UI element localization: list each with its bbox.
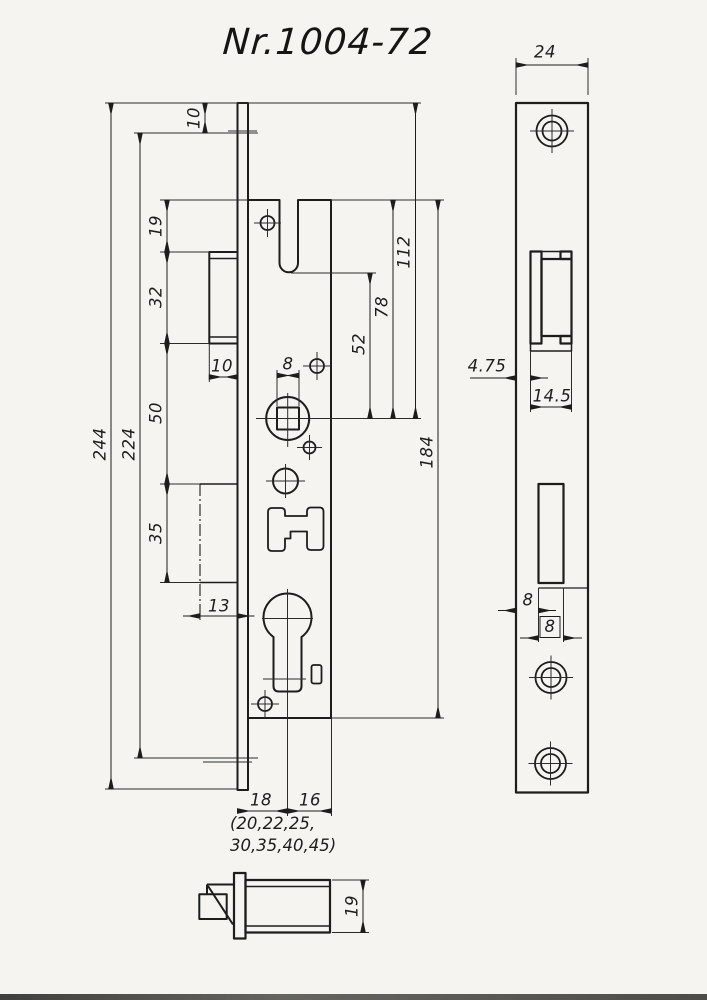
dim-bolt-height: 35 xyxy=(146,522,166,544)
latch-tab xyxy=(559,250,573,261)
dimension-lines-right xyxy=(470,62,589,641)
dim-notch-to-spindle: 52 xyxy=(349,333,369,355)
dimension-lines-left xyxy=(108,102,441,814)
euro-cylinder-hole xyxy=(262,592,313,693)
latch-tab xyxy=(559,334,573,345)
faceplate-front xyxy=(514,101,590,794)
dim-latch-height: 32 xyxy=(146,286,166,308)
dim-top-offset: 10 xyxy=(184,107,204,129)
latch-wedge xyxy=(198,883,234,926)
dim-latch-opening-width: 14.5 xyxy=(532,386,572,406)
dim-spindle-square: 8 xyxy=(282,354,294,374)
right-view-faceplate xyxy=(514,101,590,794)
spring-cutout xyxy=(267,506,325,552)
dim-backset: 18 xyxy=(250,790,272,810)
extension-lines xyxy=(105,102,444,790)
dim-case-top-to-latch: 19 xyxy=(146,215,166,237)
dim-edge-margin: 4.75 xyxy=(467,356,507,376)
lock-case xyxy=(247,199,332,719)
dim-bolt-edge-margin: 8 xyxy=(522,590,534,610)
faceplate-section xyxy=(232,871,247,940)
dim-latch-width: 10 xyxy=(211,356,233,376)
left-view-centerlines xyxy=(203,130,421,816)
dim-plate-width: 24 xyxy=(534,42,556,62)
dimension-lines-bottom xyxy=(332,879,369,933)
backset-options-line1: (20,22,25, xyxy=(230,814,316,833)
dim-latch-to-bolt: 50 xyxy=(146,402,166,424)
deadbolt-opening xyxy=(537,482,565,585)
dim-case-top-to-spindle: 78 xyxy=(372,296,392,318)
backset-options-line2: 30,35,40,45) xyxy=(230,836,337,855)
left-view-lock xyxy=(199,102,332,791)
latch-bolt-side xyxy=(208,251,239,345)
slot-cutout xyxy=(310,664,323,685)
dim-plate-top-to-spindle: 112 xyxy=(394,235,414,269)
case-section xyxy=(244,878,332,934)
dim-bolt-opening-width: 8 xyxy=(539,616,561,638)
latch-face-edge xyxy=(529,250,543,345)
dim-inner-height: 224 xyxy=(119,427,139,461)
dim-bolt-depth: 13 xyxy=(208,596,230,616)
right-view-centerlines xyxy=(515,58,589,786)
drawing-number: Nr.1004-72 xyxy=(221,22,435,63)
latch-body-front xyxy=(540,257,573,338)
dim-total-plate-height: 244 xyxy=(90,427,110,461)
dim-behind-spindle: 16 xyxy=(299,790,321,810)
faceplate-side xyxy=(236,102,249,791)
bottom-view-section xyxy=(198,871,332,940)
dim-case-depth: 19 xyxy=(342,895,362,917)
dim-case-height: 184 xyxy=(417,435,437,469)
